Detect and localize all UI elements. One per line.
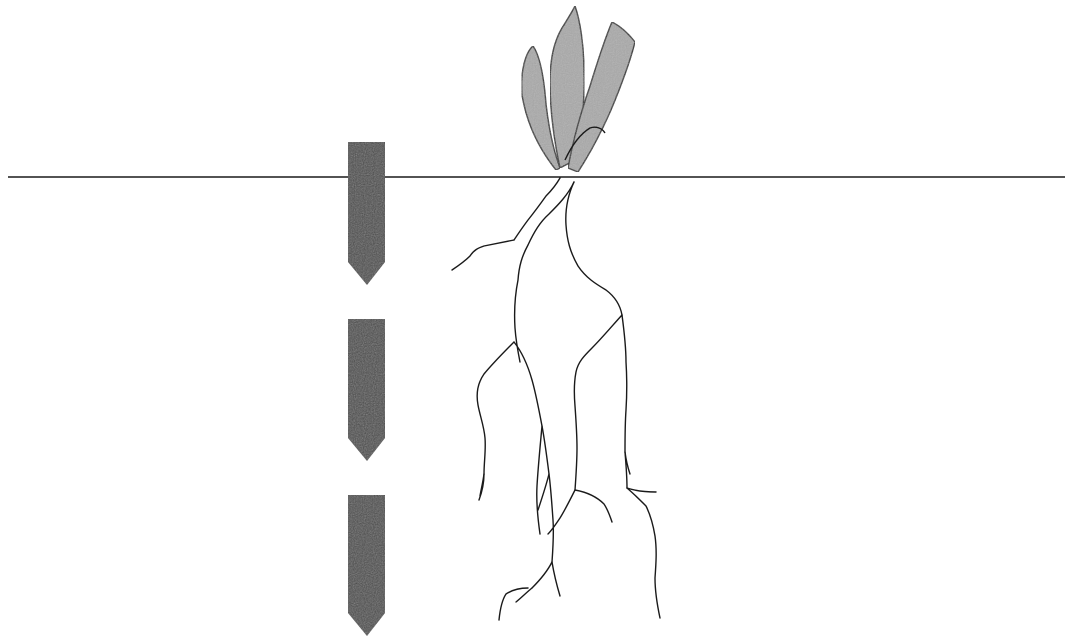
plant-shoot [522,6,635,172]
downward-arrow [348,142,385,285]
downward-arrow [348,319,385,461]
plant-roots [452,178,660,620]
downward-arrows [348,142,385,636]
downward-arrow [348,495,385,636]
